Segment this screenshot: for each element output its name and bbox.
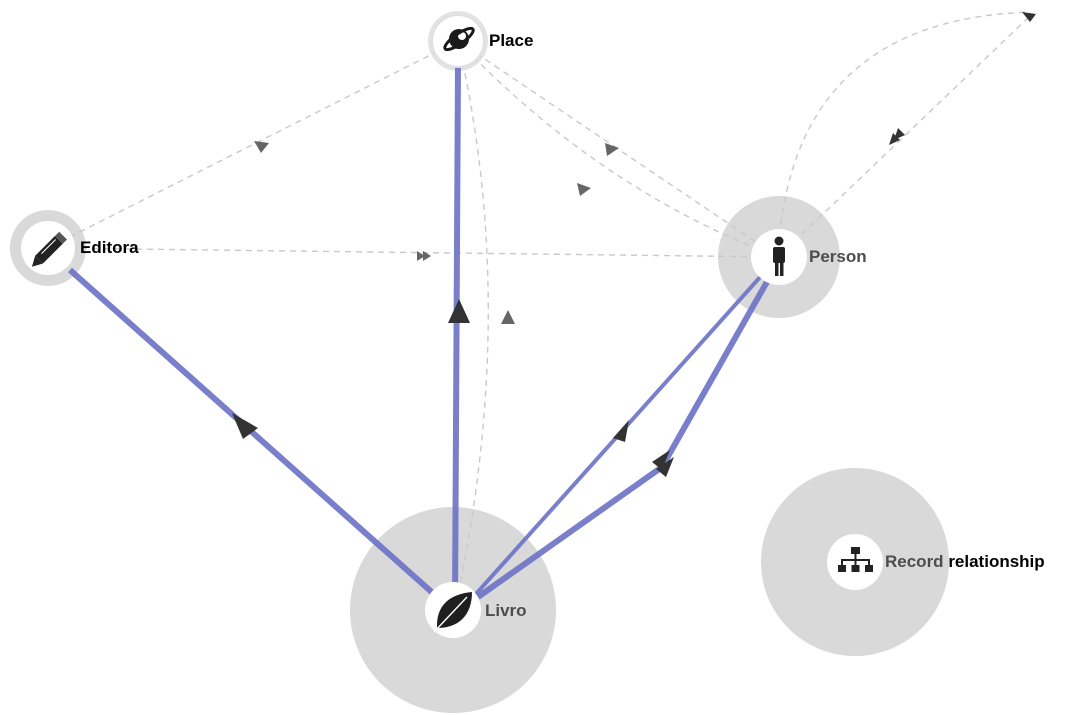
edge-place-person-a[interactable] (457, 40, 779, 258)
double-arrow-icon (423, 251, 431, 261)
double-arrow-icon (656, 457, 674, 477)
edge-person-selfloop-a[interactable] (777, 15, 1031, 258)
dashed-edges (47, 11, 1031, 609)
planet-icon (443, 26, 475, 52)
record-relationship-node[interactable]: Record relationship (827, 534, 1045, 590)
person-icon (773, 236, 785, 276)
livro-label: Livro (485, 601, 527, 620)
person-node[interactable]: Person (751, 229, 867, 285)
record-relationship-label: Record relationship (885, 552, 1045, 571)
dashed-edge-arrows (254, 12, 1036, 324)
relationship-label-part: relationship (948, 552, 1044, 571)
edge-livro-editora[interactable] (68, 267, 437, 598)
double-arrow-icon (894, 128, 905, 140)
edge-livro-person-b2[interactable] (659, 278, 771, 469)
edge-livro-place[interactable] (452, 64, 461, 607)
livro-node[interactable]: Livro (425, 582, 527, 638)
edge-place-person-b[interactable] (457, 40, 779, 258)
arrow-icon (605, 143, 619, 156)
edge-livro-person-b1[interactable] (476, 464, 664, 600)
double-arrow-icon (1022, 12, 1036, 22)
editora-node[interactable]: Editora (21, 221, 139, 275)
double-arrow-icon (417, 251, 425, 261)
arrow-icon (254, 141, 269, 153)
pencil-icon (31, 231, 67, 267)
arrow-icon (577, 183, 591, 196)
double-arrow-icon (652, 450, 670, 470)
edge-editora-person[interactable] (47, 247, 779, 258)
arrow-up-icon (448, 299, 470, 323)
editora-label: Editora (80, 238, 139, 257)
edge-editora-place[interactable] (47, 40, 459, 249)
arrow-icon (613, 420, 629, 442)
arrow-icon (232, 413, 258, 439)
record-label-part: Record (885, 552, 944, 571)
place-label: Place (489, 31, 533, 50)
place-node[interactable]: Place (431, 14, 533, 68)
hierarchy-icon (838, 547, 873, 572)
edge-person-selfloop-b[interactable] (777, 11, 1031, 258)
solid-edge-arrows (232, 299, 674, 477)
arrow-icon (501, 310, 515, 324)
leaf-icon (433, 592, 472, 633)
edge-livro-place[interactable] (454, 40, 489, 609)
person-label: Person (809, 247, 867, 266)
